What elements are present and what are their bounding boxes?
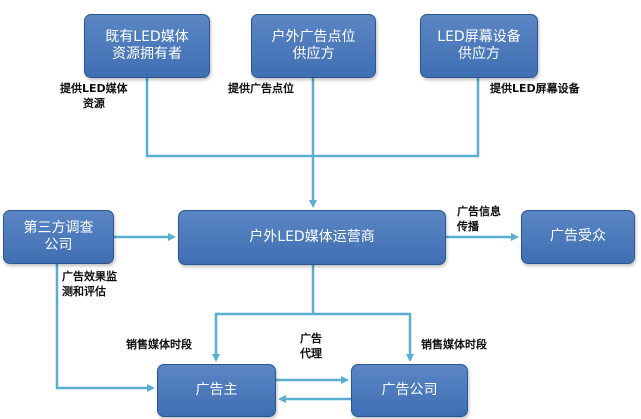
node-label: 广告公司 (381, 381, 438, 398)
label-provide-device: 提供LED屏幕设备 (490, 82, 580, 95)
node-operator: 户外LED媒体运营商 (178, 210, 446, 265)
node-device-supplier: LED屏幕设备 供应方 (420, 14, 538, 78)
node-label: 户外LED媒体运营商 (249, 228, 375, 245)
line-third-advertiser (55, 264, 155, 392)
node-agency: 广告公司 (351, 364, 468, 417)
label-ad-spread: 广告信息 传播 (457, 205, 501, 233)
node-label: 户外广告点位 供应方 (271, 28, 356, 63)
node-third-party: 第三方调查 公司 (3, 210, 114, 264)
node-label: 既有LED媒体 资源拥有者 (105, 28, 189, 63)
node-label: 第三方调查 公司 (23, 219, 94, 254)
node-label: LED屏幕设备 供应方 (437, 28, 521, 63)
label-provide-site: 提供广告点位 (228, 82, 294, 95)
node-site-supplier: 户外广告点位 供应方 (251, 14, 376, 78)
label-effect-eval: 广告效果监 测和评估 (62, 270, 117, 298)
label-sell-left: 销售媒体时段 (126, 338, 192, 351)
line-to-agency (313, 312, 414, 362)
node-led-owner: 既有LED媒体 资源拥有者 (84, 14, 210, 78)
line-to-advertiser (212, 312, 313, 362)
label-agent: 广告 代理 (300, 332, 322, 360)
node-label: 广告受众 (550, 228, 606, 245)
label-provide-media: 提供LED媒体 资源 (60, 82, 128, 110)
label-sell-right: 销售媒体时段 (421, 338, 487, 351)
node-advertiser: 广告主 (157, 364, 276, 417)
node-audience: 广告受众 (521, 210, 635, 264)
node-label: 广告主 (195, 381, 238, 398)
